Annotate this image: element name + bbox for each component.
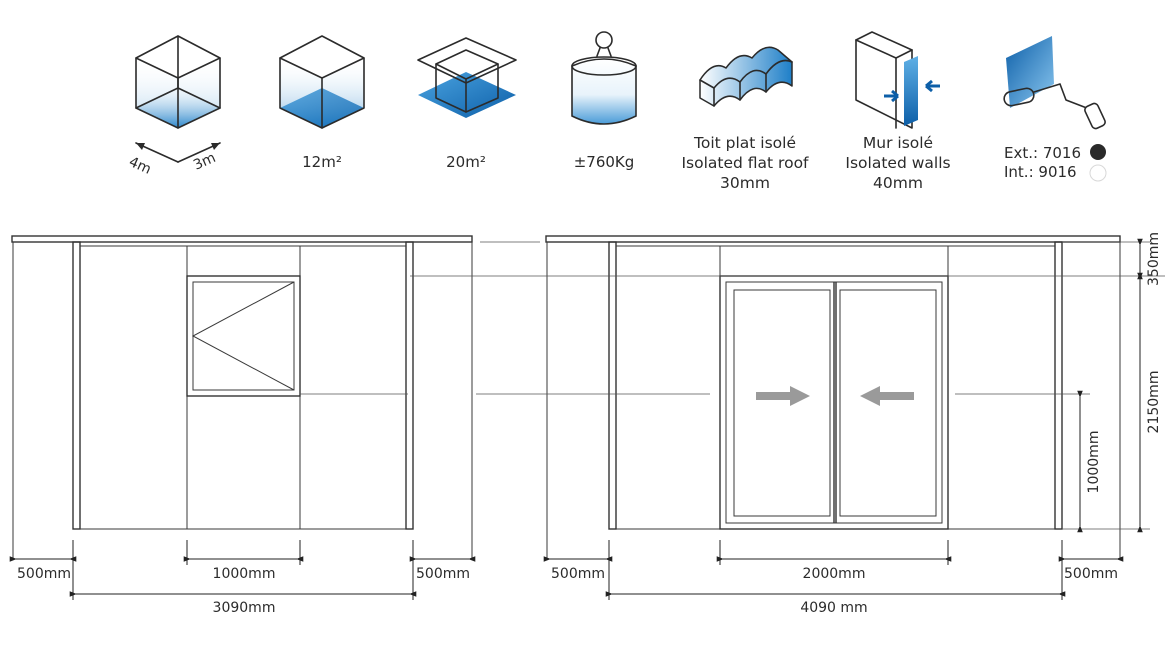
int-color-label: Int.: 9016 bbox=[1004, 163, 1077, 181]
roof-overhang-icon bbox=[417, 37, 517, 118]
left-elevation bbox=[11, 235, 473, 560]
wall-label-fr: Mur isolé bbox=[863, 134, 933, 152]
ext-color-swatch bbox=[1090, 144, 1106, 160]
dim-right-overhang-right: 500mm bbox=[1064, 566, 1118, 582]
dim-door-arrow-height: 1000mm bbox=[1086, 431, 1102, 494]
window bbox=[186, 275, 301, 397]
right-post-left bbox=[608, 241, 617, 530]
left-roof-beam bbox=[11, 235, 473, 243]
slide-arrow-right-icon bbox=[756, 386, 810, 406]
dim-wall-height: 2150mm bbox=[1146, 371, 1162, 434]
ext-color-label: Ext.: 7016 bbox=[1004, 144, 1081, 162]
dim-roof-height: 350mm bbox=[1146, 232, 1162, 286]
weight-label: ±760Kg bbox=[574, 153, 635, 171]
cube-floor-icon bbox=[135, 35, 221, 129]
dim-left-total: 3090mm bbox=[213, 600, 276, 616]
right-elevation bbox=[545, 235, 1121, 560]
paint-roller-icon bbox=[1003, 36, 1106, 130]
covered-area-label: 20m² bbox=[446, 153, 486, 171]
floor-area-label: 12m² bbox=[302, 153, 342, 171]
wall-label-thickness: 40mm bbox=[873, 174, 923, 192]
dim-door-width: 2000mm bbox=[803, 566, 866, 582]
sliding-door bbox=[719, 275, 949, 530]
wall-label-en: Isolated walls bbox=[845, 154, 950, 172]
dim-right-total: 4090 mm bbox=[800, 600, 867, 616]
dim-left-overhang-left: 500mm bbox=[17, 566, 71, 582]
left-post-left bbox=[72, 241, 81, 530]
roof-label-fr: Toit plat isolé bbox=[693, 134, 796, 152]
roof-label-en: Isolated flat roof bbox=[681, 154, 809, 172]
cube-filled-floor-icon bbox=[279, 35, 365, 129]
dimensions bbox=[9, 238, 1143, 600]
int-color-swatch bbox=[1089, 164, 1107, 182]
dim-window-width: 1000mm bbox=[213, 566, 276, 582]
dim-left-overhang-right: 500mm bbox=[416, 566, 470, 582]
insulated-wall-icon bbox=[855, 31, 940, 129]
dimension-arrows-icon bbox=[135, 142, 221, 163]
width-label: 4m bbox=[126, 154, 153, 178]
roof-label-thickness: 30mm bbox=[720, 174, 770, 192]
slide-arrow-left-icon bbox=[860, 386, 914, 406]
insulated-roof-icon bbox=[699, 46, 793, 107]
dim-right-overhang-left: 500mm bbox=[551, 566, 605, 582]
left-post-right bbox=[405, 241, 414, 530]
right-roof-beam bbox=[545, 235, 1121, 243]
right-post-right bbox=[1054, 241, 1063, 530]
weight-icon bbox=[571, 31, 637, 125]
